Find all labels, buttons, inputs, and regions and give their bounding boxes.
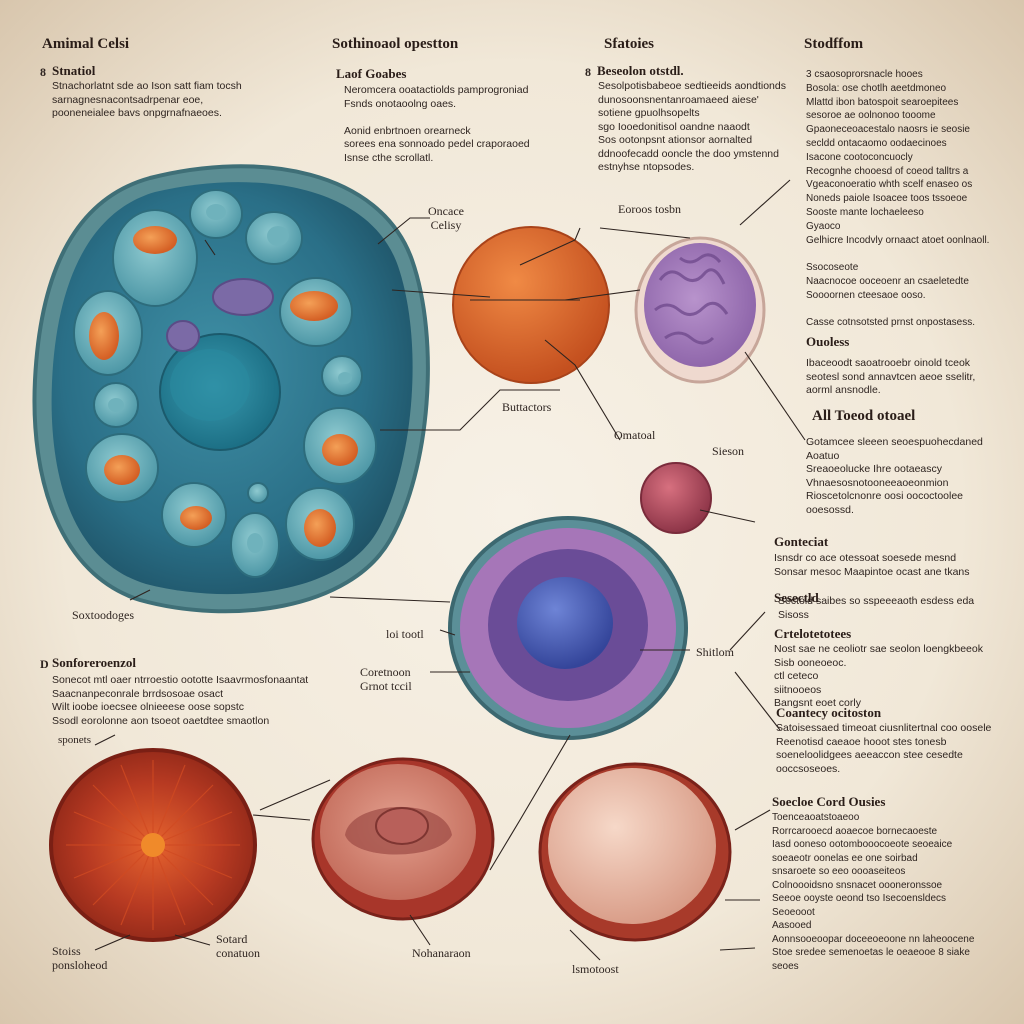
label-shitlom: Shitlom <box>696 645 735 659</box>
section-body: Neromcera ooatactiolds pamprogroniad Fsn… <box>344 84 530 164</box>
label-lsmotoost: lsmotoost <box>572 962 619 976</box>
small-pink-cell <box>640 462 712 534</box>
section-heading: Soecloe Cord Ousies <box>772 794 886 809</box>
column-title-1: Amimal Celsi <box>42 36 130 52</box>
section-bullet: 8 <box>585 65 591 79</box>
label-orcacoe: Oncace Celisy <box>428 204 464 232</box>
large-animal-cell <box>32 164 430 614</box>
nucleated-purple-cell <box>448 516 688 740</box>
section-body: Stnachorlatnt sde ao Ison satt fiam tocs… <box>52 80 242 119</box>
label-eoroos-tosbn: Eoroos tosbn <box>618 202 681 216</box>
label-spoobs: sponets <box>58 734 91 746</box>
label-sieson: Sieson <box>712 444 745 458</box>
red-radial-cell <box>49 748 257 942</box>
section-heading: Crtelotetotees <box>774 626 852 641</box>
skin-cell <box>538 762 732 942</box>
purple-cell <box>634 236 766 384</box>
section-body: Isnsdr co ace otessoat soesede mesnd Son… <box>774 552 970 578</box>
section-body: Sectold saibes so sspeeeaoth esdess eda … <box>778 595 975 621</box>
section-body: Toenceaoatstoaeoo Rorrcarooecd aoaecoe b… <box>772 812 975 972</box>
section-heading: Sesectld <box>774 590 819 605</box>
label-buttactors: Buttactors <box>502 400 552 414</box>
label-stoiss: Stoiss ponsloheod <box>52 944 108 972</box>
label-sonotoodogns: Soxtoodoges <box>72 608 135 622</box>
label-loi-tootl: loi tootl <box>386 627 424 641</box>
section-heading: Beseolon otstdl. <box>597 63 684 78</box>
section-heading: Gonteciat <box>774 534 829 549</box>
section-heading: Coantecy ocitoston <box>776 705 882 720</box>
section-body: Gotamcee sleeen seoespuohecdaned Aoatuo … <box>806 436 983 516</box>
section-heading: Laof Goabes <box>336 66 407 81</box>
section-body: Sesolpotisbabeoe sedtieeids aondtionds d… <box>598 80 786 173</box>
section-body: Sonecot mtl oaer ntrroestio oototte Isaa… <box>52 674 309 727</box>
section-body: 3 csaosoprorsnacle hooes Bosola: ose cho… <box>806 69 990 329</box>
section-bullet: D <box>40 657 49 671</box>
section-body: Satoisessaed timeoat ciusnlitertnal coo … <box>776 722 992 775</box>
section-bullet: 8 <box>40 65 46 79</box>
column-title-3: Sfatoies <box>604 36 654 52</box>
orange-cell <box>452 226 610 384</box>
section-heading: All Toeod otoael <box>812 408 916 424</box>
section-heading: Sonforeroenzol <box>52 655 137 670</box>
column-title-4: Stodffom <box>804 36 864 52</box>
section-heading: Stnatiol <box>52 63 96 78</box>
section-body: Nost sae ne ceoliotr sae seolon loengkbe… <box>774 643 983 709</box>
label-coretnoon: Coretnoon Grnot tccil <box>360 665 412 693</box>
label-nohanaraon: Nohanaraon <box>412 946 471 960</box>
label-omatoal: Omatoal <box>614 428 656 442</box>
label-sotard: Sotard conatuon <box>216 932 260 960</box>
indented-cell <box>311 757 495 921</box>
column-title-2: Sothinoaol opestton <box>332 36 459 52</box>
section-body: Ibaceoodt saoatrooebr oinold tceok seote… <box>806 357 976 396</box>
leader-lines <box>94 179 806 961</box>
section-heading: Ouoless <box>806 334 850 349</box>
